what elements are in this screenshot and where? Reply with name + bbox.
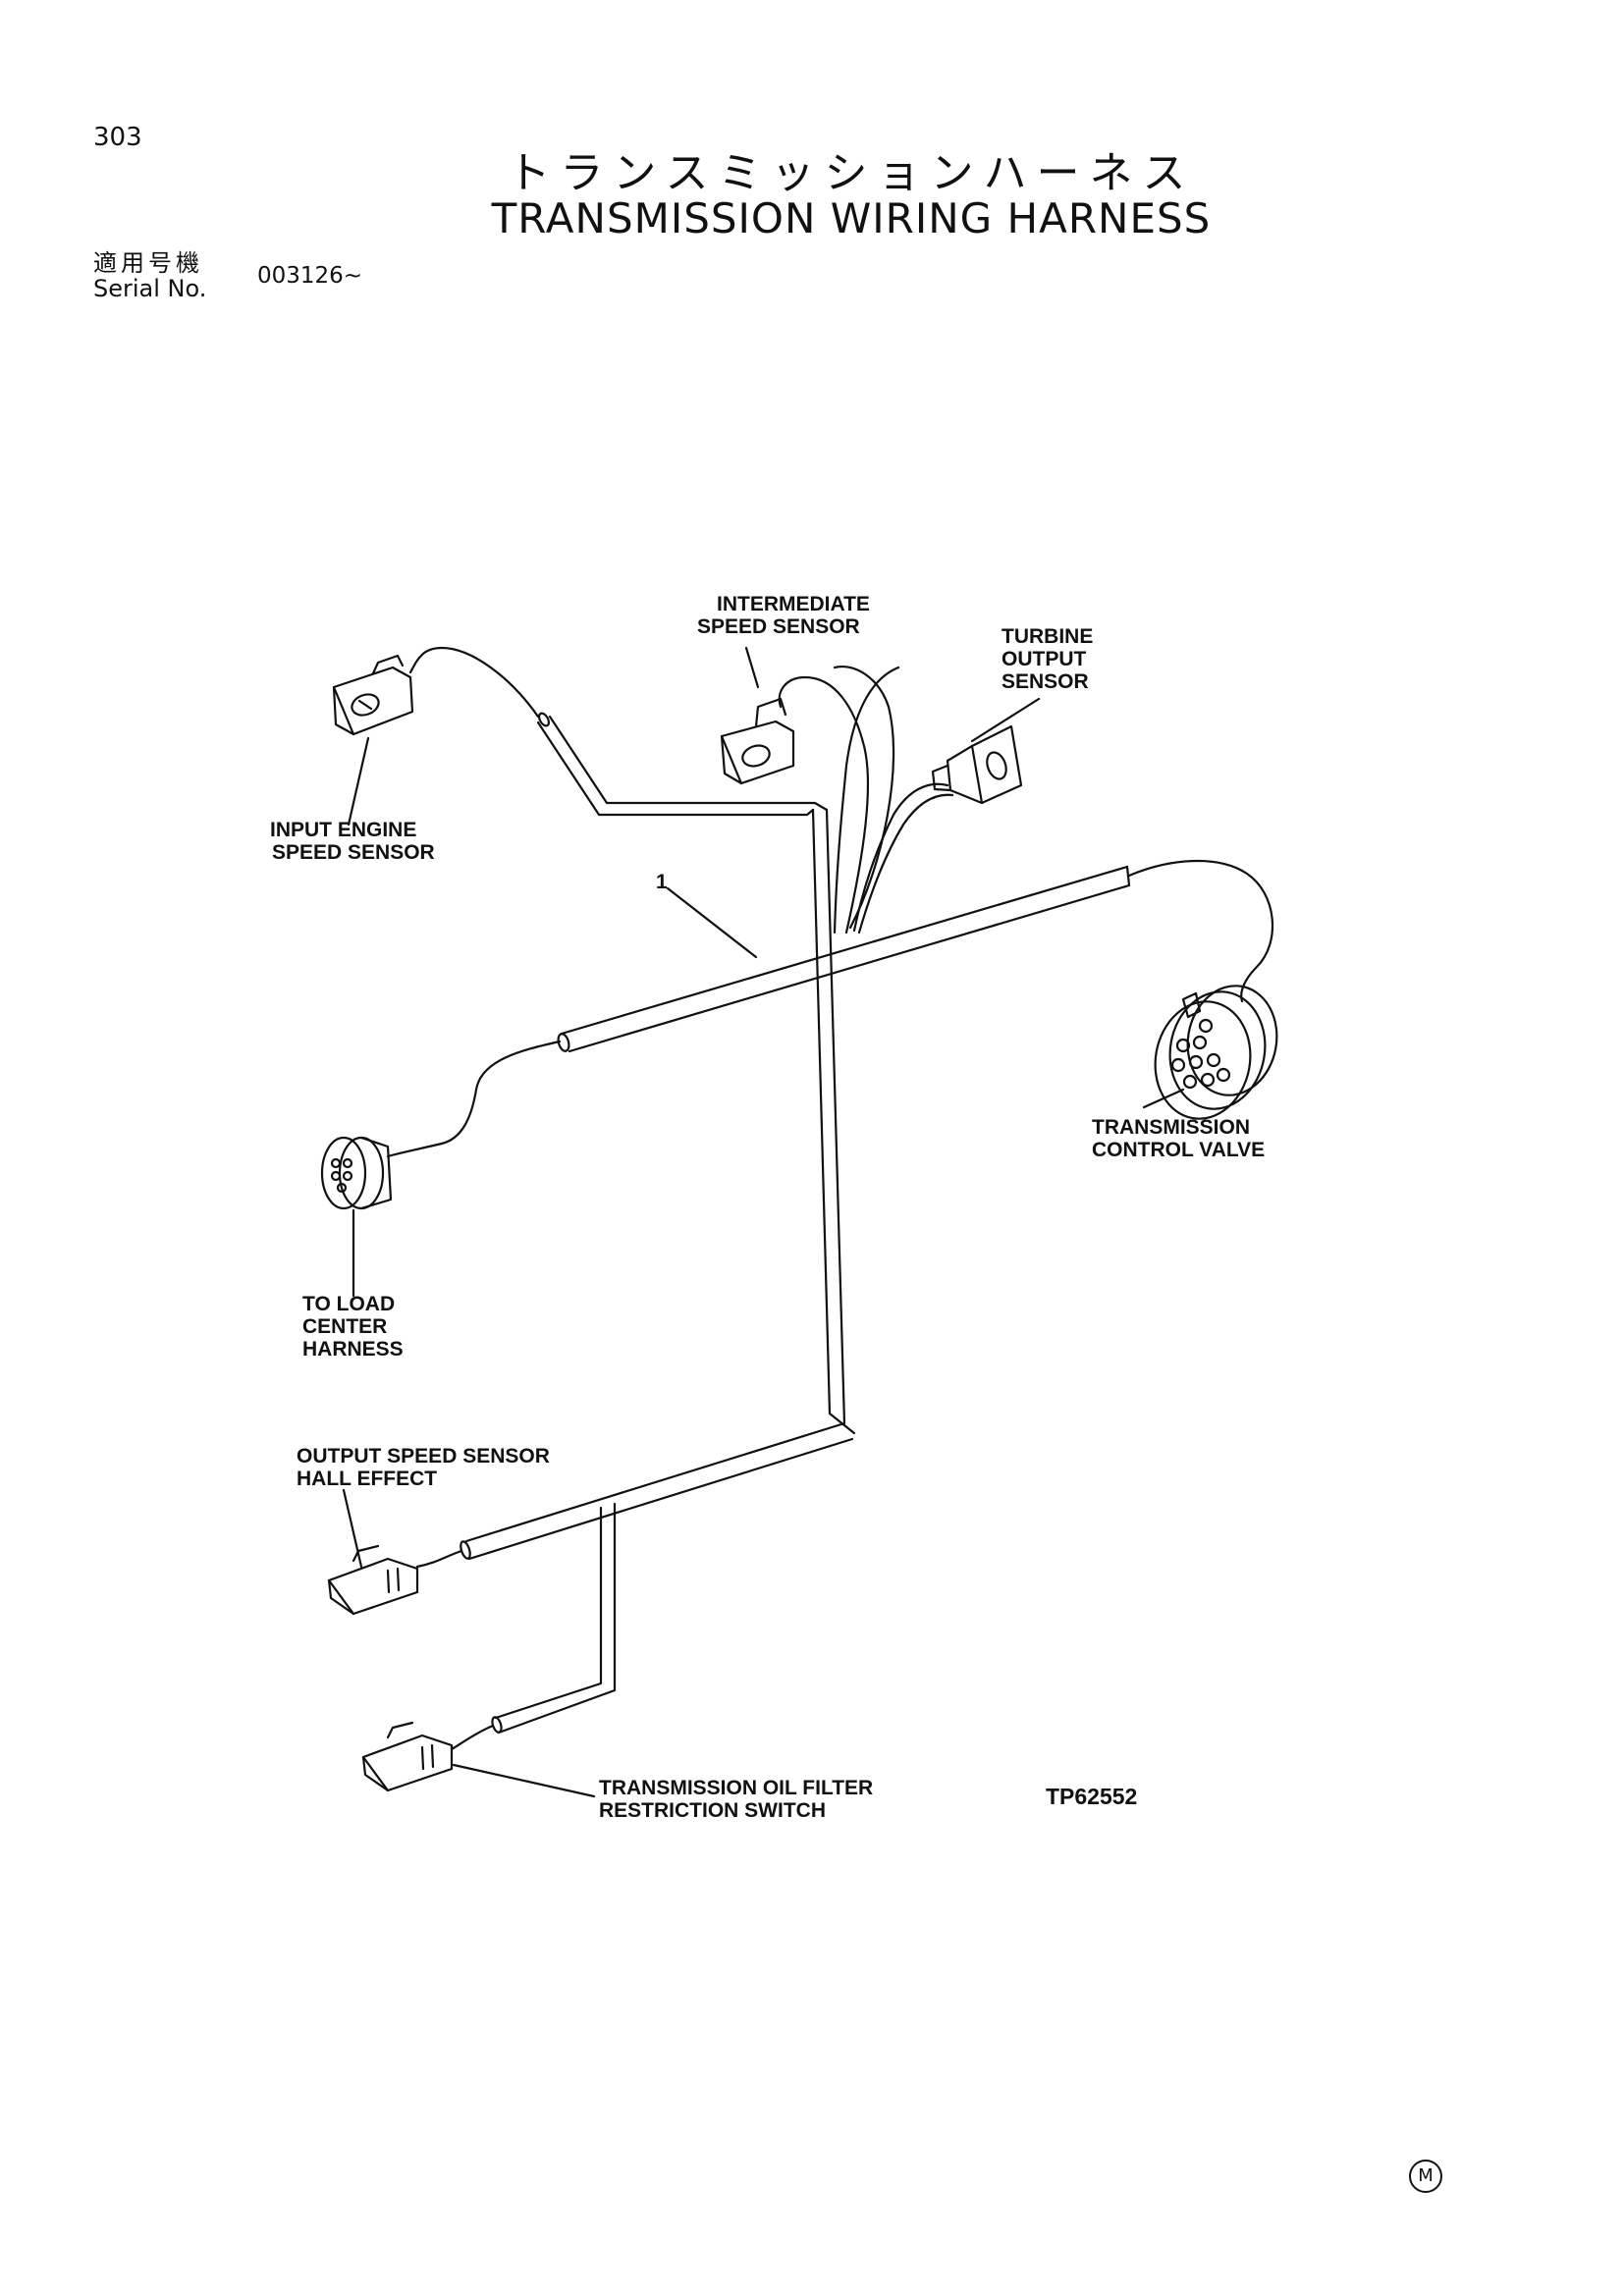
filter-switch-connector — [361, 1721, 454, 1792]
label-input-1: INPUT ENGINE — [270, 819, 416, 841]
load-center-connector — [320, 1136, 393, 1210]
serial-label-english: Serial No. — [93, 275, 207, 302]
control-valve-connector — [1154, 985, 1278, 1120]
label-filter-2: RESTRICTION SWITCH — [599, 1799, 826, 1822]
label-load-1: TO LOAD — [302, 1293, 395, 1315]
label-filter-1: TRANSMISSION OIL FILTER — [599, 1777, 873, 1799]
output-sensor-branch — [415, 1421, 854, 1569]
label-input-2: SPEED SENSOR — [272, 841, 435, 864]
input-engine-sensor-connector — [332, 654, 414, 736]
tcv-wire — [1127, 859, 1274, 1003]
serial-value: 003126~ — [257, 263, 363, 289]
leader-lines — [342, 646, 1185, 1798]
label-turbine-2: OUTPUT — [1001, 648, 1087, 670]
output-speed-sensor-connector — [327, 1544, 419, 1616]
m-mark: M — [1409, 2160, 1442, 2193]
serial-label-japanese: 適用号機 — [93, 249, 203, 277]
serial-label: 適用号機 Serial No. — [93, 250, 206, 301]
load-center-wire — [386, 1040, 562, 1158]
label-part-number: 1 — [656, 871, 668, 893]
filter-switch-branch — [450, 1502, 617, 1751]
label-output-2: HALL EFFECT — [297, 1468, 437, 1490]
label-turbine-3: SENSOR — [1001, 670, 1089, 693]
page-number: 303 — [93, 123, 142, 152]
diagram-labels: INTERMEDIATE SPEED SENSOR TURBINE OUTPUT… — [270, 593, 1265, 1822]
vertical-trunk — [811, 808, 856, 1435]
intermediate-sensor-connector — [720, 697, 795, 785]
title-japanese: トランスミッションハーネス — [507, 148, 1196, 198]
label-intermediate-1: INTERMEDIATE — [717, 593, 870, 615]
turbine-sensor-branch — [852, 782, 949, 933]
label-output-1: OUTPUT SPEED SENSOR — [297, 1445, 550, 1468]
intermediate-sensor-branch — [778, 665, 900, 934]
input-sensor-branch — [408, 646, 829, 817]
label-tcv-1: TRANSMISSION — [1092, 1116, 1250, 1139]
label-tcv-2: CONTROL VALVE — [1092, 1139, 1265, 1161]
main-trunk-tube — [557, 865, 1131, 1053]
label-load-2: CENTER — [302, 1315, 387, 1338]
label-turbine-1: TURBINE — [1001, 625, 1093, 648]
turbine-sensor-connector — [931, 724, 1023, 805]
label-load-3: HARNESS — [302, 1338, 404, 1361]
drawing-number: TP62552 — [1046, 1784, 1137, 1809]
label-intermediate-2: SPEED SENSOR — [697, 615, 860, 638]
title-english: TRANSMISSION WIRING HARNESS — [491, 194, 1212, 242]
